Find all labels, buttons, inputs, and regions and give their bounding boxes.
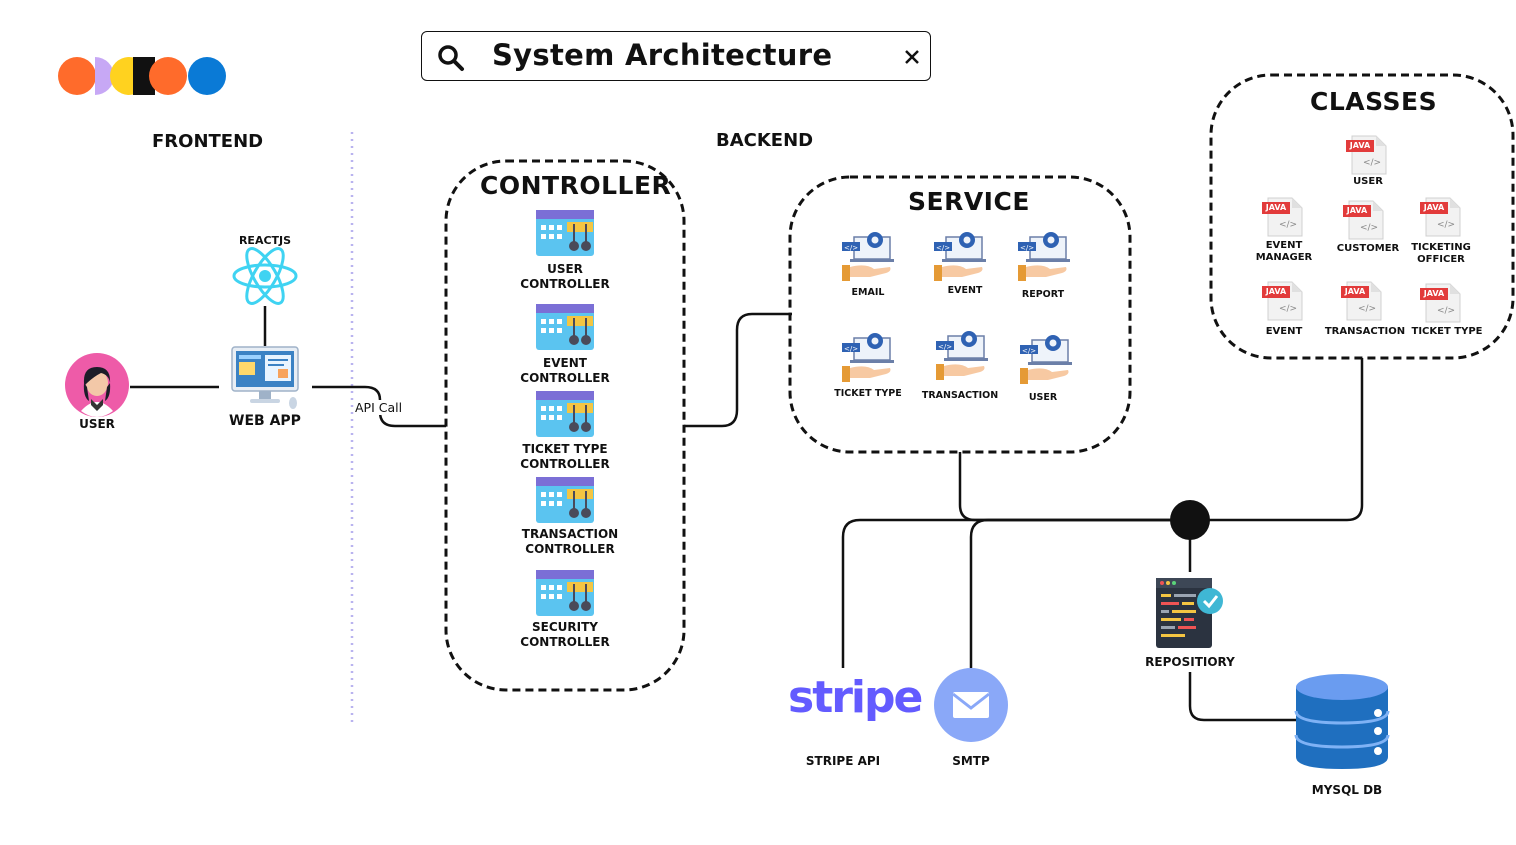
close-icon[interactable] — [903, 48, 921, 66]
search-icon — [438, 45, 464, 71]
class-label-ticket-type: TICKET TYPE — [1411, 326, 1483, 337]
brand-logo — [58, 57, 226, 95]
user-avatar-icon — [65, 353, 129, 417]
classes-title: CLASSES — [1310, 87, 1438, 116]
controller-service-connector — [684, 312, 792, 428]
bus-smtp-connector — [969, 518, 1190, 668]
service-title: SERVICE — [908, 187, 1030, 216]
service-container — [788, 175, 1132, 454]
controller-icon — [536, 391, 594, 437]
bus-stripe-connector — [841, 518, 1190, 668]
service-label-email: EMAIL — [851, 287, 885, 298]
controller-title: CONTROLLER — [480, 171, 672, 200]
database-icon — [1294, 674, 1390, 769]
user-label: USER — [79, 417, 115, 431]
web-app-icon[interactable] — [230, 345, 300, 411]
svg-text:</>: </> — [1022, 347, 1036, 355]
service-icon: </> — [934, 232, 986, 281]
stripe-logo: stripe — [788, 672, 923, 723]
java-file-icon: </> JAVA — [1262, 280, 1306, 322]
svg-text:</>: </> — [1358, 304, 1376, 314]
svg-text:</>: </> — [1020, 244, 1034, 252]
controller-container — [444, 159, 686, 692]
svg-text:</>: </> — [844, 244, 858, 252]
service-icon: </> — [936, 331, 988, 380]
controller-icon — [536, 570, 594, 616]
controller-icon — [536, 304, 594, 350]
repository-label: REPOSITIORY — [1145, 655, 1235, 669]
svg-text:</>: </> — [1363, 158, 1381, 168]
java-tag: JAVA — [1423, 203, 1445, 212]
class-label-user: USER — [1353, 176, 1383, 187]
java-tag: JAVA — [1265, 287, 1287, 296]
java-tag: JAVA — [1265, 203, 1287, 212]
smtp-label: SMTP — [952, 754, 990, 768]
controller-label-event: EVENT CONTROLLER — [520, 356, 610, 385]
service-label-event: EVENT — [947, 285, 983, 296]
java-file-icon: </> JAVA — [1420, 282, 1464, 324]
class-label-transaction: TRANSACTION — [1324, 326, 1406, 337]
java-file-icon: </> JAVA — [1262, 196, 1306, 238]
code-check-icon — [1156, 578, 1223, 648]
class-label-event-manager: EVENT MANAGER — [1255, 240, 1313, 263]
svg-text:</>: </> — [1360, 223, 1378, 233]
svg-text:</>: </> — [1437, 220, 1455, 230]
service-label-user: USER — [1028, 392, 1058, 403]
api-call-label: API Call — [354, 400, 404, 415]
controller-icon — [536, 477, 594, 523]
service-icon: </> — [842, 333, 894, 382]
stripe-api-label: STRIPE API — [805, 754, 881, 768]
service-icon: </> — [1018, 232, 1070, 281]
service-label-report: REPORT — [1021, 289, 1065, 300]
service-icon: </> — [1020, 335, 1072, 384]
mail-icon — [934, 668, 1008, 742]
controller-label-ticket-type: TICKET TYPE CONTROLLER — [520, 442, 610, 471]
svg-text:</>: </> — [844, 345, 858, 353]
java-tag: JAVA — [1344, 287, 1366, 296]
title-search-bar[interactable]: System Architecture — [421, 31, 931, 81]
controller-label-security: SECURITY CONTROLLER — [520, 620, 610, 649]
web-app-label: WEB APP — [229, 413, 301, 429]
junction-node — [1170, 500, 1210, 540]
frontend-heading: FRONTEND — [152, 131, 264, 152]
java-tag: JAVA — [1423, 289, 1445, 298]
classes-bus-connector — [1190, 358, 1364, 522]
react-icon — [232, 247, 298, 305]
class-label-customer: CUSTOMER — [1336, 243, 1400, 254]
svg-text:</>: </> — [1279, 220, 1297, 230]
java-file-icon: </> JAVA — [1341, 280, 1385, 322]
page-title: System Architecture — [492, 38, 833, 72]
java-tag: JAVA — [1346, 206, 1368, 215]
controller-icon — [536, 210, 594, 256]
service-label-transaction: TRANSACTION — [921, 390, 999, 401]
service-label-ticket-type: TICKET TYPE — [834, 388, 902, 399]
database-label: MYSQL DB — [1311, 783, 1383, 797]
class-label-event: EVENT — [1265, 326, 1303, 337]
java-file-icon: </> JAVA — [1420, 196, 1464, 238]
controller-label-transaction: TRANSACTION CONTROLLER — [521, 527, 619, 556]
svg-text:</>: </> — [1279, 304, 1297, 314]
controller-label-user: USER CONTROLLER — [520, 262, 610, 291]
classes-container — [1209, 73, 1515, 360]
svg-text:</>: </> — [1437, 306, 1455, 316]
java-file-icon: </> JAVA — [1346, 134, 1390, 176]
svg-text:</>: </> — [936, 244, 950, 252]
class-label-ticketing-officer: TICKETING OFFICER — [1411, 242, 1471, 265]
reactjs-label: REACTJS — [238, 234, 292, 247]
backend-heading: BACKEND — [716, 130, 814, 151]
repository-db-connector — [1188, 672, 1298, 722]
service-bus-connector — [958, 452, 1190, 522]
java-tag: JAVA — [1349, 141, 1371, 150]
svg-text:</>: </> — [938, 343, 952, 351]
service-icon: </> — [842, 232, 894, 281]
java-file-icon: </> JAVA — [1343, 199, 1387, 241]
